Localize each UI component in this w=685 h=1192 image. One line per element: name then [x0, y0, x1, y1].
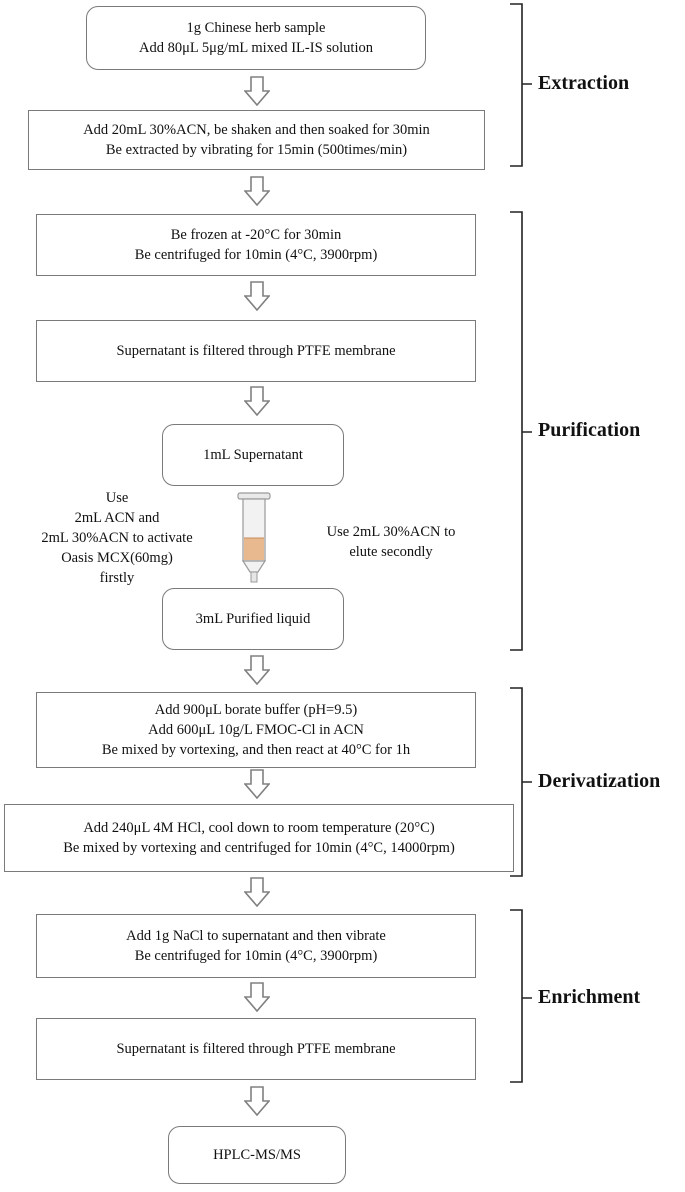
activation-note: Use 2mL ACN and 2mL 30%ACN to activate O…: [12, 488, 222, 588]
down-arrow-icon: [244, 655, 270, 685]
step-line: 1mL Supernatant: [203, 447, 303, 463]
step-line: Be centrifuged for 10min (4°C, 3900rpm): [134, 247, 378, 263]
step-line: Be extracted by vibrating for 15min (500…: [105, 142, 408, 158]
down-arrow-icon: [244, 877, 270, 907]
step-line: Add 600μL 10g/L FMOC-Cl in ACN: [148, 722, 364, 738]
step-line: Be mixed by vortexing, and then react at…: [101, 742, 411, 758]
step-acidify: Add 240μL 4M HCl, cool down to room temp…: [4, 804, 514, 872]
down-arrow-icon: [244, 281, 270, 311]
step-line: Add 20mL 30%ACN, be shaken and then soak…: [83, 122, 430, 138]
purification-bracket: [510, 211, 532, 651]
note-line: elute secondly: [349, 544, 433, 560]
step-line: 3mL Purified liquid: [195, 611, 311, 627]
enrichment-bracket: [510, 909, 532, 1083]
derivatization-bracket: [510, 687, 532, 877]
step-line: HPLC-MS/MS: [213, 1147, 301, 1163]
step-derivatize: Add 900μL borate buffer (pH=9.5) Add 600…: [36, 692, 476, 768]
step-line: Add 240μL 4M HCl, cool down to room temp…: [83, 820, 435, 836]
step-extract: Add 20mL 30%ACN, be shaken and then soak…: [28, 110, 485, 170]
note-line: firstly: [99, 570, 135, 586]
elution-note: Use 2mL 30%ACN to elute secondly: [296, 522, 486, 562]
step-hplc: HPLC-MS/MS: [168, 1126, 346, 1184]
down-arrow-icon: [244, 76, 270, 106]
note-line: Oasis MCX(60mg): [61, 550, 173, 566]
step-salt: Add 1g NaCl to supernatant and then vibr…: [36, 914, 476, 978]
step-purified-liquid: 3mL Purified liquid: [162, 588, 344, 650]
step-line: Be frozen at -20°C for 30min: [170, 227, 342, 243]
step-line: Be mixed by vortexing and centrifuged fo…: [63, 840, 455, 856]
down-arrow-icon: [244, 982, 270, 1012]
step-sample: 1g Chinese herb sample Add 80μL 5μg/mL m…: [86, 6, 426, 70]
step-line: Add 900μL borate buffer (pH=9.5): [154, 702, 358, 718]
note-line: 2mL 30%ACN to activate: [41, 530, 193, 546]
extraction-bracket: [510, 3, 532, 167]
step-line: Supernatant is filtered through PTFE mem…: [116, 343, 396, 359]
section-label-extraction: Extraction: [538, 72, 630, 94]
step-line: Be centrifuged for 10min (4°C, 3900rpm): [134, 948, 378, 964]
note-line: Use 2mL 30%ACN to: [326, 524, 456, 540]
step-line: Add 1g NaCl to supernatant and then vibr…: [126, 928, 386, 944]
down-arrow-icon: [244, 769, 270, 799]
down-arrow-icon: [244, 1086, 270, 1116]
step-filter: Supernatant is filtered through PTFE mem…: [36, 320, 476, 382]
section-label-enrichment: Enrichment: [538, 986, 641, 1008]
step-final-filter: Supernatant is filtered through PTFE mem…: [36, 1018, 476, 1080]
down-arrow-icon: [244, 176, 270, 206]
note-line: Use: [105, 490, 129, 506]
note-line: 2mL ACN and: [74, 510, 160, 526]
section-label-purification: Purification: [538, 419, 641, 441]
step-line: 1g Chinese herb sample: [186, 20, 326, 36]
step-line: Supernatant is filtered through PTFE mem…: [116, 1041, 396, 1057]
step-freeze: Be frozen at -20°C for 30min Be centrifu…: [36, 214, 476, 276]
section-label-derivatization: Derivatization: [538, 770, 661, 792]
step-line: Add 80μL 5μg/mL mixed IL-IS solution: [139, 40, 373, 56]
down-arrow-icon: [244, 386, 270, 416]
step-supernatant: 1mL Supernatant: [162, 424, 344, 486]
spe-cartridge-icon: [237, 492, 271, 583]
